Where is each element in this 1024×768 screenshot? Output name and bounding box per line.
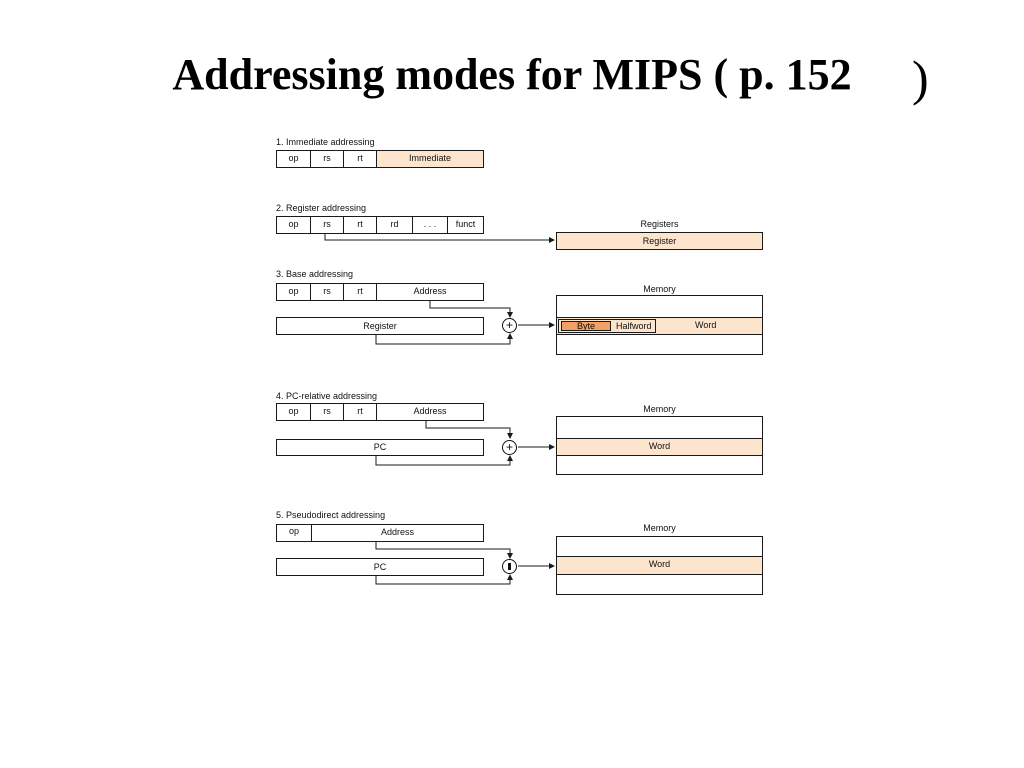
base-instruction: op rs rt Address: [276, 283, 484, 301]
base-memory-title: Memory: [643, 284, 676, 294]
pseudo-memory-title: Memory: [643, 523, 676, 533]
register-rs-wire: [324, 233, 555, 243]
word-label: Word: [695, 320, 717, 330]
field-rt: rt: [343, 217, 376, 233]
pseudo-concat-node: [502, 559, 517, 574]
concat-bar: [508, 563, 511, 570]
field-op: op: [288, 219, 299, 229]
immediate-heading: 1. Immediate addressing: [276, 137, 375, 147]
pcrel-address-wire: [425, 420, 513, 439]
field-rt: rt: [343, 284, 376, 300]
registers-title: Registers: [640, 219, 679, 229]
halfword-cell: Byte Halfword: [558, 319, 656, 333]
field-op: op: [288, 526, 299, 536]
pcrel-heading: 4. PC-relative addressing: [276, 391, 378, 401]
register-instruction: op rs rt rd . . . funct: [276, 216, 484, 234]
base-address-wire: [429, 300, 513, 318]
pseudo-pc-wire: [375, 574, 513, 585]
field-immediate: Immediate: [376, 151, 483, 167]
pseudo-instruction: op Address: [276, 524, 484, 542]
pcrel-adder: +: [502, 440, 517, 455]
field-op: op: [288, 406, 299, 416]
field-rt: rt: [343, 151, 376, 167]
pcrel-memory-title: Memory: [643, 404, 676, 414]
register-heading: 2. Register addressing: [276, 203, 367, 213]
pcrel-instruction: op rs rt Address: [276, 403, 484, 421]
pseudo-address-wire: [375, 541, 513, 559]
field-rs: rs: [310, 217, 343, 233]
register-file-entry: Register: [556, 232, 763, 250]
base-adder: +: [502, 318, 517, 333]
field-address: Address: [376, 404, 483, 420]
field-address: Address: [311, 525, 483, 541]
base-register-wire: [375, 333, 513, 345]
pcrel-pc-wire: [375, 455, 513, 466]
halfword-label: Halfword: [616, 321, 652, 331]
pcrel-word-cell: Word: [556, 438, 763, 456]
pseudo-word-cell: Word: [556, 556, 763, 575]
pseudo-memory: Word: [556, 536, 763, 595]
pseudo-pc-box: PC: [276, 558, 484, 576]
field-funct: funct: [447, 217, 483, 233]
pcrel-memory: Word: [556, 416, 763, 475]
pcrel-pc-box: PC: [276, 439, 484, 456]
slide-title: Addressing modes for MIPS ( p. 152: [172, 50, 852, 99]
pseudo-heading: 5. Pseudodirect addressing: [276, 510, 386, 520]
field-op: op: [288, 286, 299, 296]
field-rt: rt: [343, 404, 376, 420]
memory-word-row: Byte Halfword Word: [556, 317, 763, 335]
immediate-instruction: op rs rt Immediate: [276, 150, 484, 168]
title-close-paren: ): [912, 50, 929, 106]
field-rd: rd: [376, 217, 412, 233]
field-shamt: . . .: [412, 217, 447, 233]
byte-cell: Byte: [561, 321, 611, 331]
field-address: Address: [376, 284, 483, 300]
base-heading: 3. Base addressing: [276, 269, 354, 279]
base-memory: Byte Halfword Word: [556, 295, 763, 355]
field-op: op: [288, 153, 299, 163]
field-rs: rs: [310, 404, 343, 420]
field-rs: rs: [310, 284, 343, 300]
base-register-box: Register: [276, 317, 484, 335]
field-rs: rs: [310, 151, 343, 167]
